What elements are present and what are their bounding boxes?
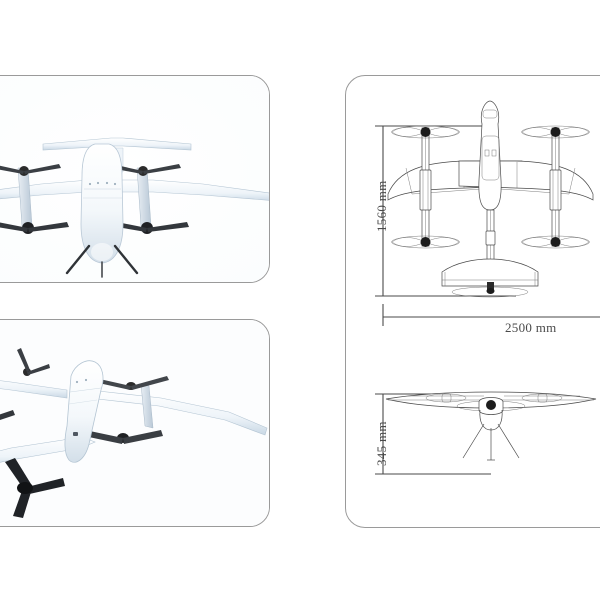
uav-front-photo-illustration	[0, 76, 269, 282]
panel-photo-front-view	[0, 75, 270, 283]
technical-drawings-svg: .ln { stroke:#4a4a4a; stroke-width:0.7; …	[375, 100, 600, 475]
rotor-rear-lower-left	[0, 410, 15, 420]
rotor-rear-upper-left	[17, 348, 50, 376]
rotor-top-front-left	[391, 125, 460, 139]
drawing-top-view	[387, 100, 594, 298]
rotor-upper-left	[0, 164, 61, 176]
dimension-lines-top-view	[375, 125, 600, 326]
panel-technical-drawings: .ln { stroke:#4a4a4a; stroke-width:0.7; …	[345, 75, 600, 528]
photo-front-view	[0, 76, 269, 282]
rotor-lower-left	[0, 222, 69, 234]
photo-rear-view	[0, 320, 269, 526]
drawing-front-view	[385, 391, 597, 461]
rotor-rear-foreground	[5, 458, 65, 518]
dimension-label-2500mm: 2500 mm	[505, 320, 557, 335]
dimension-label-1560mm: 1560 mm	[374, 180, 389, 232]
rotor-top-rear-left	[391, 235, 460, 249]
panel-photo-rear-view	[0, 319, 270, 527]
uav-rear-photo-illustration	[0, 320, 269, 526]
rotor-top-front-right	[521, 125, 590, 139]
rotor-top-rear-right	[521, 235, 590, 249]
rotor-rear-lower-right	[84, 430, 163, 444]
dimension-label-345mm: 345 mm	[374, 421, 389, 466]
